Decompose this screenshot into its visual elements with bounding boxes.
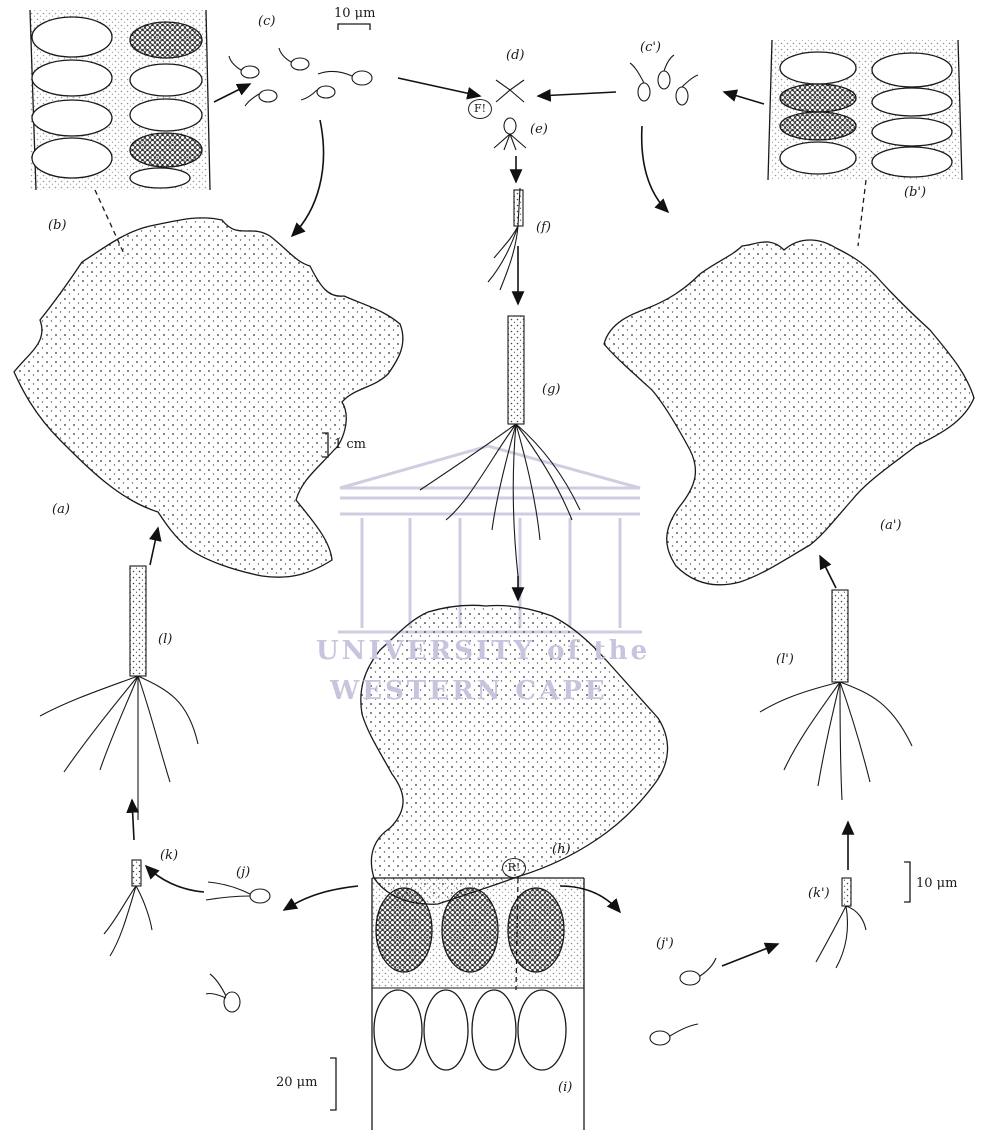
thallus-a [14,218,403,577]
scale-label-top: 10 μm [334,6,375,21]
label-a: (a) [52,502,70,517]
rhizoid-l [40,566,198,820]
watermark-line-1: UNIVERSITY of the [316,636,650,666]
label-k: (k) [160,848,178,863]
label-j-prime: (j') [656,936,674,951]
meiosis-marker: R! [502,858,526,878]
scale-label-thallus: 1 cm [334,437,366,452]
label-g: (g) [542,382,560,397]
zoospores-j [206,882,270,1012]
rhizoid-g [420,316,580,576]
label-b-prime: (b') [904,185,926,200]
watermark-building [338,446,642,632]
label-f: (f) [536,220,551,235]
zoospores-j-prime [650,958,716,1045]
label-c-prime: (c') [640,40,661,55]
fertilization-marker: F! [468,99,492,119]
rhizoid-l-prime [760,590,912,800]
zygote-d-e [494,80,526,150]
label-e: (e) [530,122,548,137]
cell-section-b [30,10,210,190]
watermark-line-2: WESTERN CAPE [330,676,608,706]
germling-k [104,860,152,956]
label-c: (c) [258,14,275,29]
label-a-prime: (a') [880,518,901,533]
swarmers-c [229,48,372,106]
scale-label-bottom: 20 μm [276,1075,317,1090]
label-i: (i) [558,1080,572,1095]
swarmers-c-prime [630,55,698,105]
cell-section-i [372,878,584,1130]
thallus-a-prime [604,240,974,585]
label-h: (h) [552,842,571,857]
label-b: (b) [48,218,66,233]
label-l-prime: (l') [776,652,794,667]
label-k-prime: (k') [808,886,830,901]
cell-section-b-prime [768,40,962,180]
label-j: (j) [236,865,250,880]
label-d: (d) [506,48,524,63]
label-l: (l) [158,632,172,647]
scale-label-right: 10 μm [916,876,957,891]
